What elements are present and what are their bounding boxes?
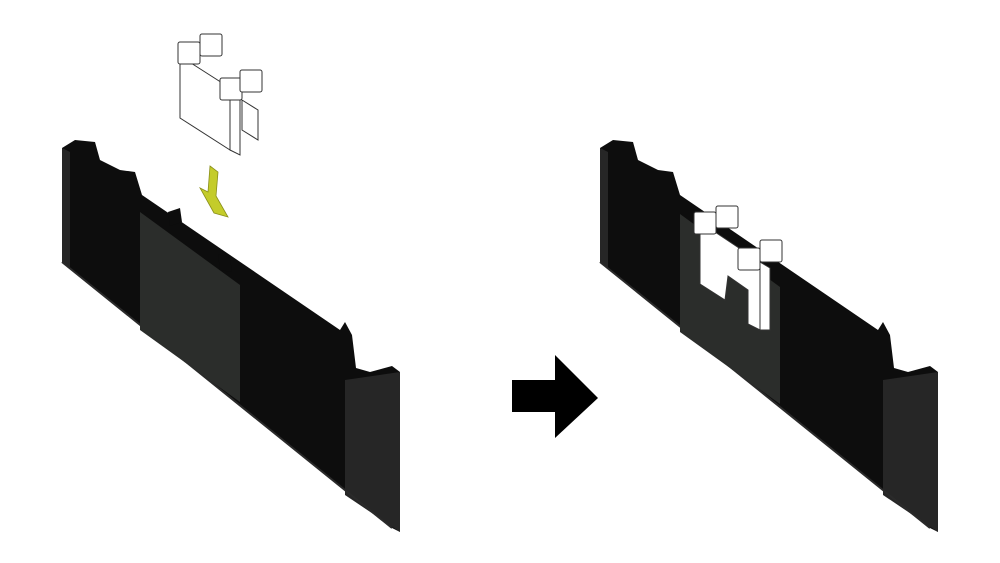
step-before xyxy=(61,33,400,532)
arrow-down-icon xyxy=(199,165,229,218)
step-after xyxy=(599,140,938,532)
clip-part xyxy=(177,33,263,156)
slot-tabs-left xyxy=(168,208,232,272)
slot-panel-left xyxy=(140,212,240,402)
arrow-right-icon xyxy=(512,355,598,438)
clip-installed xyxy=(693,205,783,331)
